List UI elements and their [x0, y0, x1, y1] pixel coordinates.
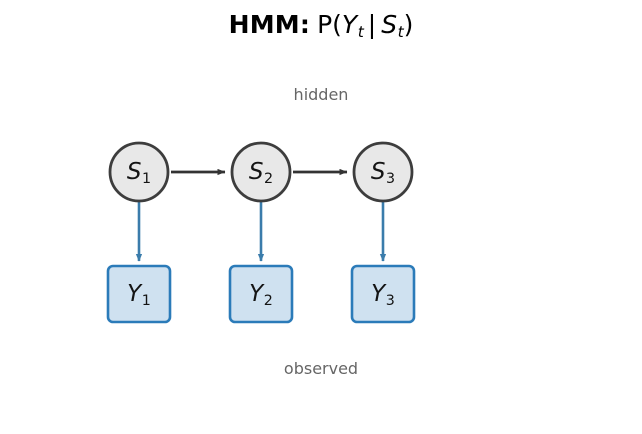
title-math-y-subscript: t: [357, 23, 364, 42]
hidden-node-s2[interactable]: [230, 141, 292, 203]
title-math-expression: P(Yt|St): [317, 10, 414, 42]
observed-node-y2[interactable]: [228, 264, 294, 324]
hidden-node-s3[interactable]: [352, 141, 414, 203]
hidden-nodes-group: [108, 141, 414, 203]
observed-nodes-group: [106, 264, 416, 324]
figure-title: HMM:P(Yt|St): [0, 12, 642, 46]
title-math-close: ): [403, 10, 414, 39]
title-math-s-subscript: t: [397, 23, 404, 42]
observed-node-y3[interactable]: [350, 264, 416, 324]
title-math-s: S: [381, 10, 398, 39]
observed-layer-caption: observed: [283, 359, 359, 378]
emission-edges-group: [135, 201, 387, 262]
title-math-y: Y: [341, 10, 358, 39]
hidden-layer-caption: hidden: [293, 85, 349, 104]
title-math-conditional-bar: |: [367, 10, 377, 39]
title-math-open: P(: [317, 10, 342, 39]
observed-node-y1[interactable]: [106, 264, 172, 324]
title-bold-text: HMM:: [228, 10, 311, 39]
hidden-node-s1[interactable]: [108, 141, 170, 203]
